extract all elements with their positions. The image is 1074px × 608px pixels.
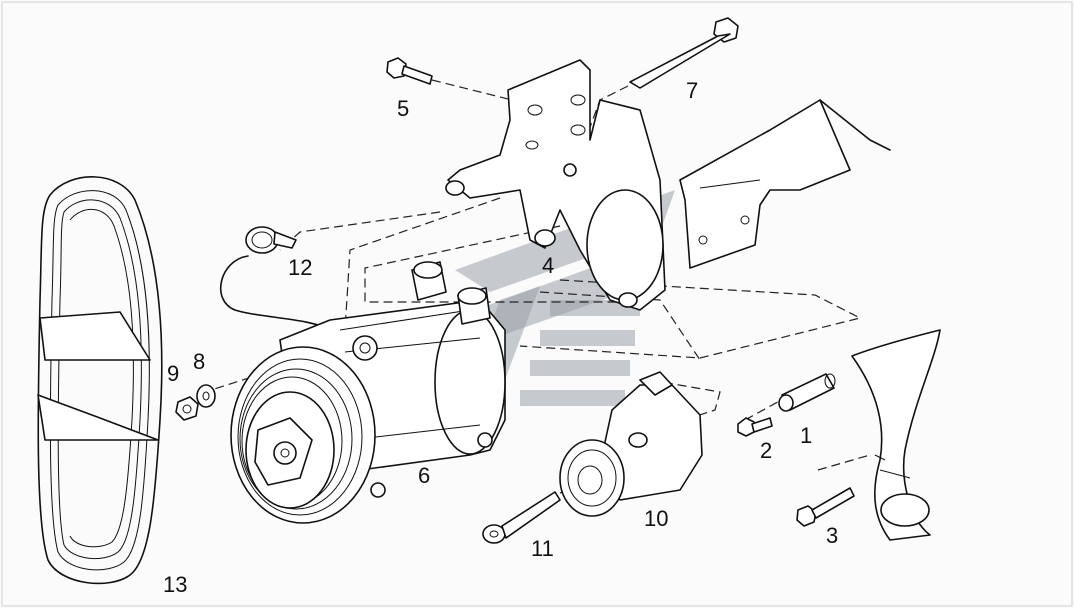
- callout-3: 3: [826, 523, 838, 548]
- part-13-drive-belt: [37, 176, 163, 585]
- part-10-tensioner-pulley: [559, 371, 703, 517]
- callout-5: 5: [397, 96, 409, 121]
- engine-housing-section: [679, 99, 891, 269]
- callout-6: 6: [418, 463, 430, 488]
- callout-7: 7: [686, 78, 698, 103]
- part-6-compressor: [230, 261, 506, 524]
- callout-labels: 1 2 3 4 5 6 7 8 9 10 11 12 13: [163, 78, 838, 597]
- callout-8: 8: [193, 349, 205, 374]
- part-8-washer: [196, 384, 216, 408]
- part-3-bolt: [796, 487, 855, 527]
- callout-10: 10: [644, 506, 668, 531]
- part-2-small-bolt: [737, 417, 773, 437]
- part-4-bracket: [445, 59, 666, 311]
- part-5-bolt: [386, 57, 433, 85]
- callout-2: 2: [760, 438, 772, 463]
- callout-1: 1: [800, 423, 812, 448]
- callout-9: 9: [167, 361, 179, 386]
- callout-11: 11: [531, 536, 554, 561]
- callout-12: 12: [288, 255, 312, 280]
- duct-cover: [851, 329, 941, 541]
- part-12-clamp: [219, 226, 331, 331]
- part-1-spacer: [778, 373, 836, 412]
- part-11-bolt: [482, 491, 561, 544]
- callout-13: 13: [163, 572, 187, 597]
- part-9-nut: [175, 396, 199, 421]
- part-7-long-bolt: [629, 17, 739, 89]
- callout-4: 4: [542, 253, 554, 278]
